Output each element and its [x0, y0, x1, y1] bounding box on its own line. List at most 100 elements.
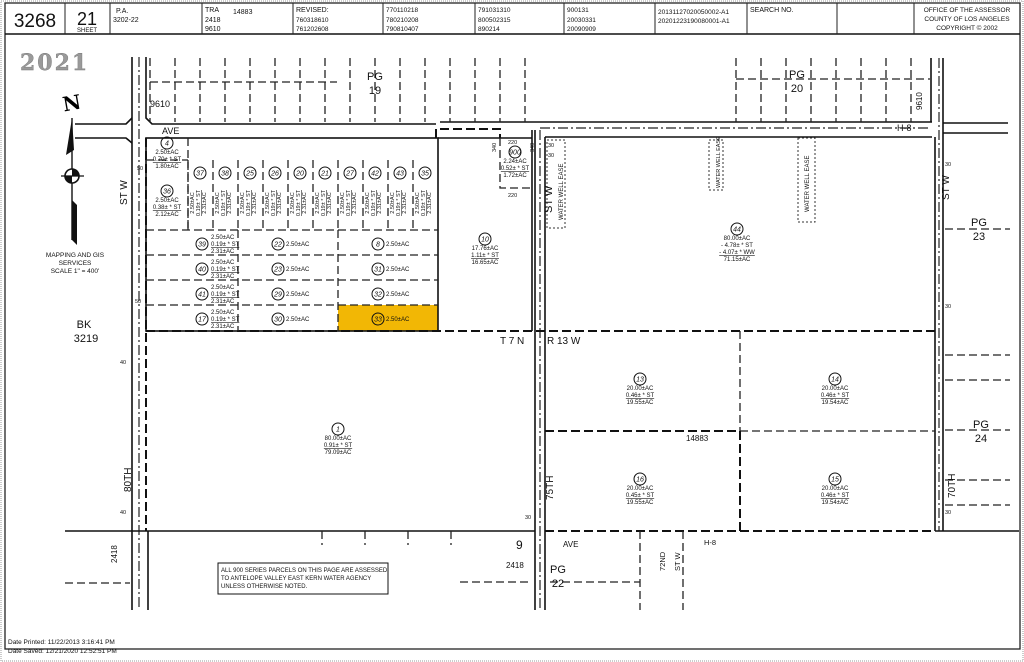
- parcel-acreage: 2.50±AC: [386, 292, 410, 298]
- parcel-acreage: 19.55±AC: [627, 500, 654, 506]
- parcel-acreage: 0.19± * ST: [321, 189, 327, 216]
- parcel-acreage: 19.54±AC: [822, 400, 849, 406]
- dimension-label: 30: [548, 153, 554, 159]
- parcel-17[interactable]: 172.50±AC0.19± * ST2.31±AC: [195, 310, 240, 330]
- dimension-label: 30: [945, 304, 951, 310]
- tra-9610-label: 9610: [915, 92, 924, 110]
- parcel-acreage: 2.31±AC: [377, 192, 383, 213]
- parcel-number: 40: [198, 267, 206, 274]
- dimension-label: 40: [120, 510, 126, 516]
- page-ref-pg20[interactable]: 20: [791, 83, 803, 95]
- revised-date: 791031310: [478, 7, 511, 14]
- parcel-acreage: 2.31±AC: [211, 324, 235, 330]
- parcel-4[interactable]: 42.50±AC0.70± * ST1.80±AC: [153, 136, 182, 170]
- pa-label: P.A.: [116, 8, 128, 15]
- parcel-number: 15: [831, 477, 839, 484]
- parcel-acreage: 2.31±AC: [352, 192, 358, 213]
- page-ref-pg20[interactable]: PG: [789, 69, 805, 81]
- page-ref-pg24[interactable]: PG: [973, 419, 989, 431]
- parcel-number: 33: [374, 317, 382, 324]
- parcel-acreage: 0.19± * ST: [346, 189, 352, 216]
- parcel-36[interactable]: 362.50±AC0.38± * ST2.12±AC: [153, 184, 182, 218]
- parcel-acreage: 0.91± * ST: [324, 443, 353, 449]
- parcel-number: 23: [273, 267, 282, 274]
- revised-date: 790810407: [386, 26, 419, 33]
- parcel-number-circle-icon: [193, 166, 207, 180]
- page-ref-pg23[interactable]: 23: [973, 231, 985, 243]
- date-printed: Date Printed: 11/22/2013 3:16:41 PM: [8, 639, 115, 646]
- parcel-number-circle-icon: [271, 237, 285, 251]
- parcel-acreage: 2.50±AC: [240, 192, 246, 213]
- parcel-acreage: 71.15±AC: [724, 257, 751, 263]
- parcel-acreage: 80.00±AC: [724, 236, 751, 242]
- parcel-acreage: 19.55±AC: [627, 400, 654, 406]
- parcel-acreage: 0.19± * ST: [221, 189, 227, 216]
- parcel-acreage: 1.11± * ST: [471, 253, 499, 259]
- parcel-acreage: 20.00±AC: [822, 486, 849, 492]
- parcel-41[interactable]: 412.50±AC0.19± * ST2.31±AC: [195, 285, 240, 305]
- page-ref-pg19[interactable]: PG: [367, 71, 383, 83]
- sheet-number: 21: [77, 9, 97, 29]
- book-ref-number[interactable]: 3219: [74, 333, 98, 345]
- page-ref-pg19[interactable]: 19: [369, 85, 381, 97]
- highlighted-parcel-33[interactable]: [338, 305, 438, 331]
- parcel-number-circle-icon: [271, 312, 285, 326]
- page-ref-pg24[interactable]: 24: [975, 433, 987, 445]
- parcel-40[interactable]: 402.50±AC0.19± * ST2.31±AC: [195, 260, 240, 280]
- parcel-acreage: 17.76±AC: [472, 246, 499, 252]
- page-ref-pg23[interactable]: PG: [971, 217, 987, 229]
- parcel-acreage: 2.50±AC: [315, 192, 321, 213]
- parcel-number: 26: [270, 171, 279, 178]
- dimension-label: 30: [525, 515, 531, 521]
- parcel-acreage: 2.31±AC: [427, 192, 433, 213]
- parcel-number: 13: [636, 377, 644, 384]
- dimension-label: 220: [508, 140, 517, 146]
- parcel-39[interactable]: 392.50±AC0.19± * ST2.31±AC: [195, 235, 240, 255]
- street-name-ave: AVE: [563, 540, 578, 549]
- dimension-label: 340: [530, 143, 536, 152]
- water-well-ease-label: WATER WELL EASE: [559, 164, 565, 220]
- parcel-acreage: 16.65±AC: [472, 260, 499, 266]
- parcel-acreage: 79.09±AC: [325, 450, 352, 456]
- parcel-acreage: 0.19± * ST: [396, 189, 402, 216]
- parcel-acreage: 2.50±AC: [290, 192, 296, 213]
- page-ref-pg22[interactable]: PG: [550, 564, 566, 576]
- note-line: TO ANTELOPE VALLEY EAST KERN WATER AGENC…: [221, 576, 371, 582]
- parcel-acreage: 19.54±AC: [822, 500, 849, 506]
- parcel-number-circle-icon: [195, 237, 209, 251]
- page-ref-pg22[interactable]: 22: [552, 578, 564, 590]
- parcel-acreage: 2.31±AC: [277, 192, 283, 213]
- parcel-number: 17: [198, 317, 207, 324]
- dimension-label: 40: [120, 360, 126, 366]
- book-ref-label[interactable]: BK: [77, 319, 92, 331]
- water-well-ease-label: WATER WELL EASE: [716, 136, 722, 188]
